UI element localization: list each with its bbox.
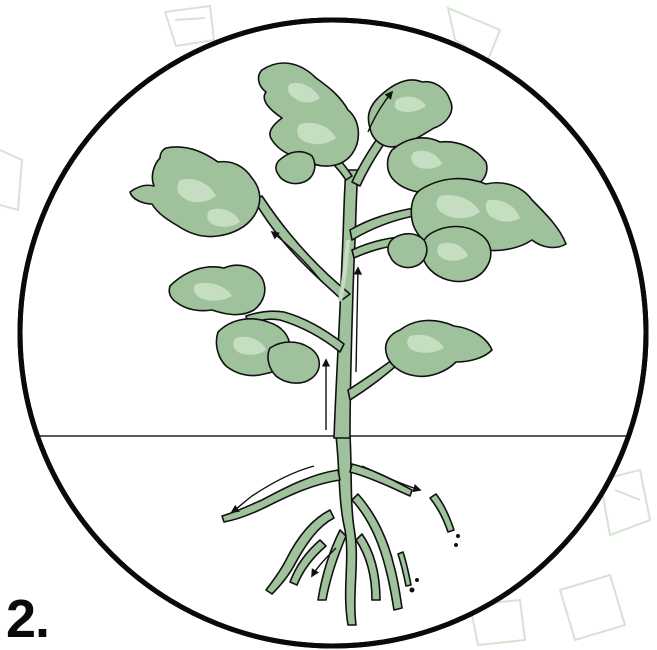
doodle-right-2	[560, 575, 625, 640]
step-number-label: 2.	[6, 592, 49, 646]
doodle-left	[0, 150, 22, 210]
doodle-top-left	[165, 6, 214, 46]
leaf-center-small	[388, 234, 427, 268]
